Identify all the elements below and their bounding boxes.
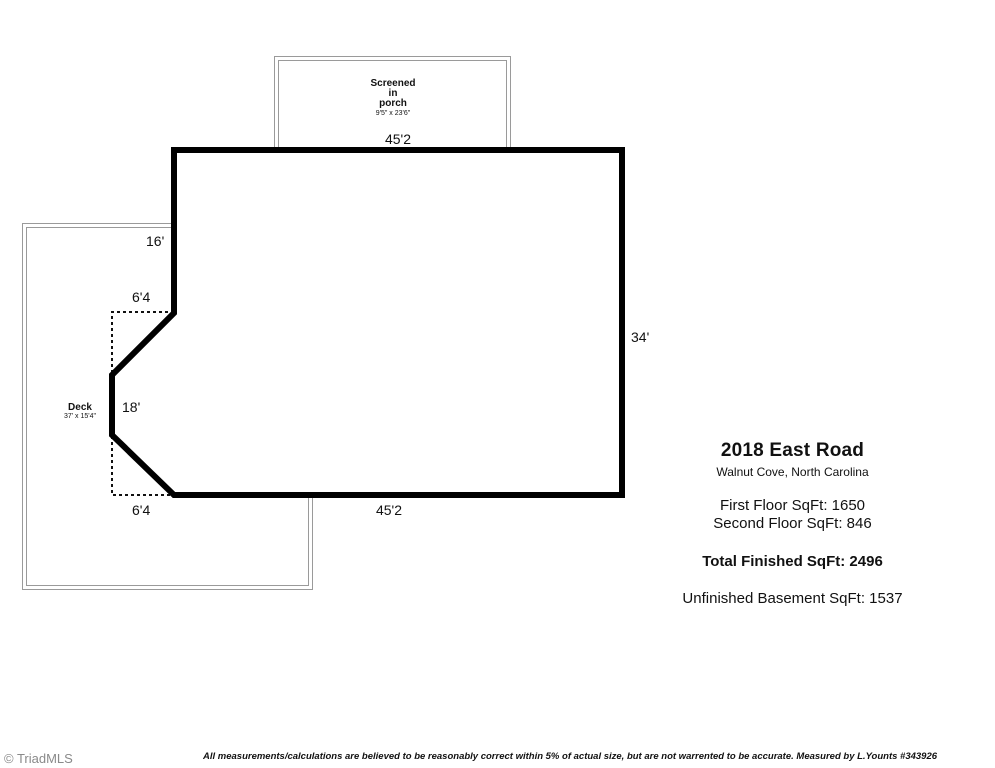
dimension-notch-bottom: 6'4 — [132, 502, 150, 518]
property-city: Walnut Cove, North Carolina — [716, 465, 869, 479]
porch-label-line3: porch — [379, 98, 407, 109]
porch-label-line2: in — [389, 88, 398, 99]
house-outline — [109, 147, 625, 498]
porch-size: 9'5" x 23'6" — [376, 110, 411, 117]
unfinished-basement-sqft: Unfinished Basement SqFt: 1537 — [682, 590, 903, 607]
measurement-disclaimer: All measurements/calculations are believ… — [203, 751, 938, 762]
property-info: 2018 East Road Walnut Cove, North Caroli… — [640, 440, 945, 607]
dimension-left-upper: 16' — [146, 233, 164, 249]
dimension-notch-side: 18' — [122, 399, 140, 415]
notch-dotted-guide — [111, 311, 174, 496]
dimension-notch-top: 6'4 — [132, 289, 150, 305]
deck-size: 37' x 15'4" — [64, 413, 97, 420]
deck — [22, 223, 313, 590]
floor-areas: First Floor SqFt: 1650 Second Floor SqFt… — [640, 497, 945, 533]
copyright-watermark: © TriadMLS — [4, 751, 73, 766]
dimension-bottom: 45'2 — [376, 502, 402, 518]
total-finished-sqft: Total Finished SqFt: 2496 — [702, 553, 883, 570]
deck-label: Deck — [68, 402, 92, 413]
property-address: 2018 East Road — [720, 440, 865, 461]
porch-label-line1: Screened — [370, 78, 415, 89]
dimension-top: 45'2 — [385, 131, 411, 147]
first-floor-sqft: First Floor SqFt: 1650 — [719, 497, 866, 514]
dimension-right: 34' — [631, 329, 649, 345]
second-floor-sqft: Second Floor SqFt: 846 — [713, 515, 872, 532]
